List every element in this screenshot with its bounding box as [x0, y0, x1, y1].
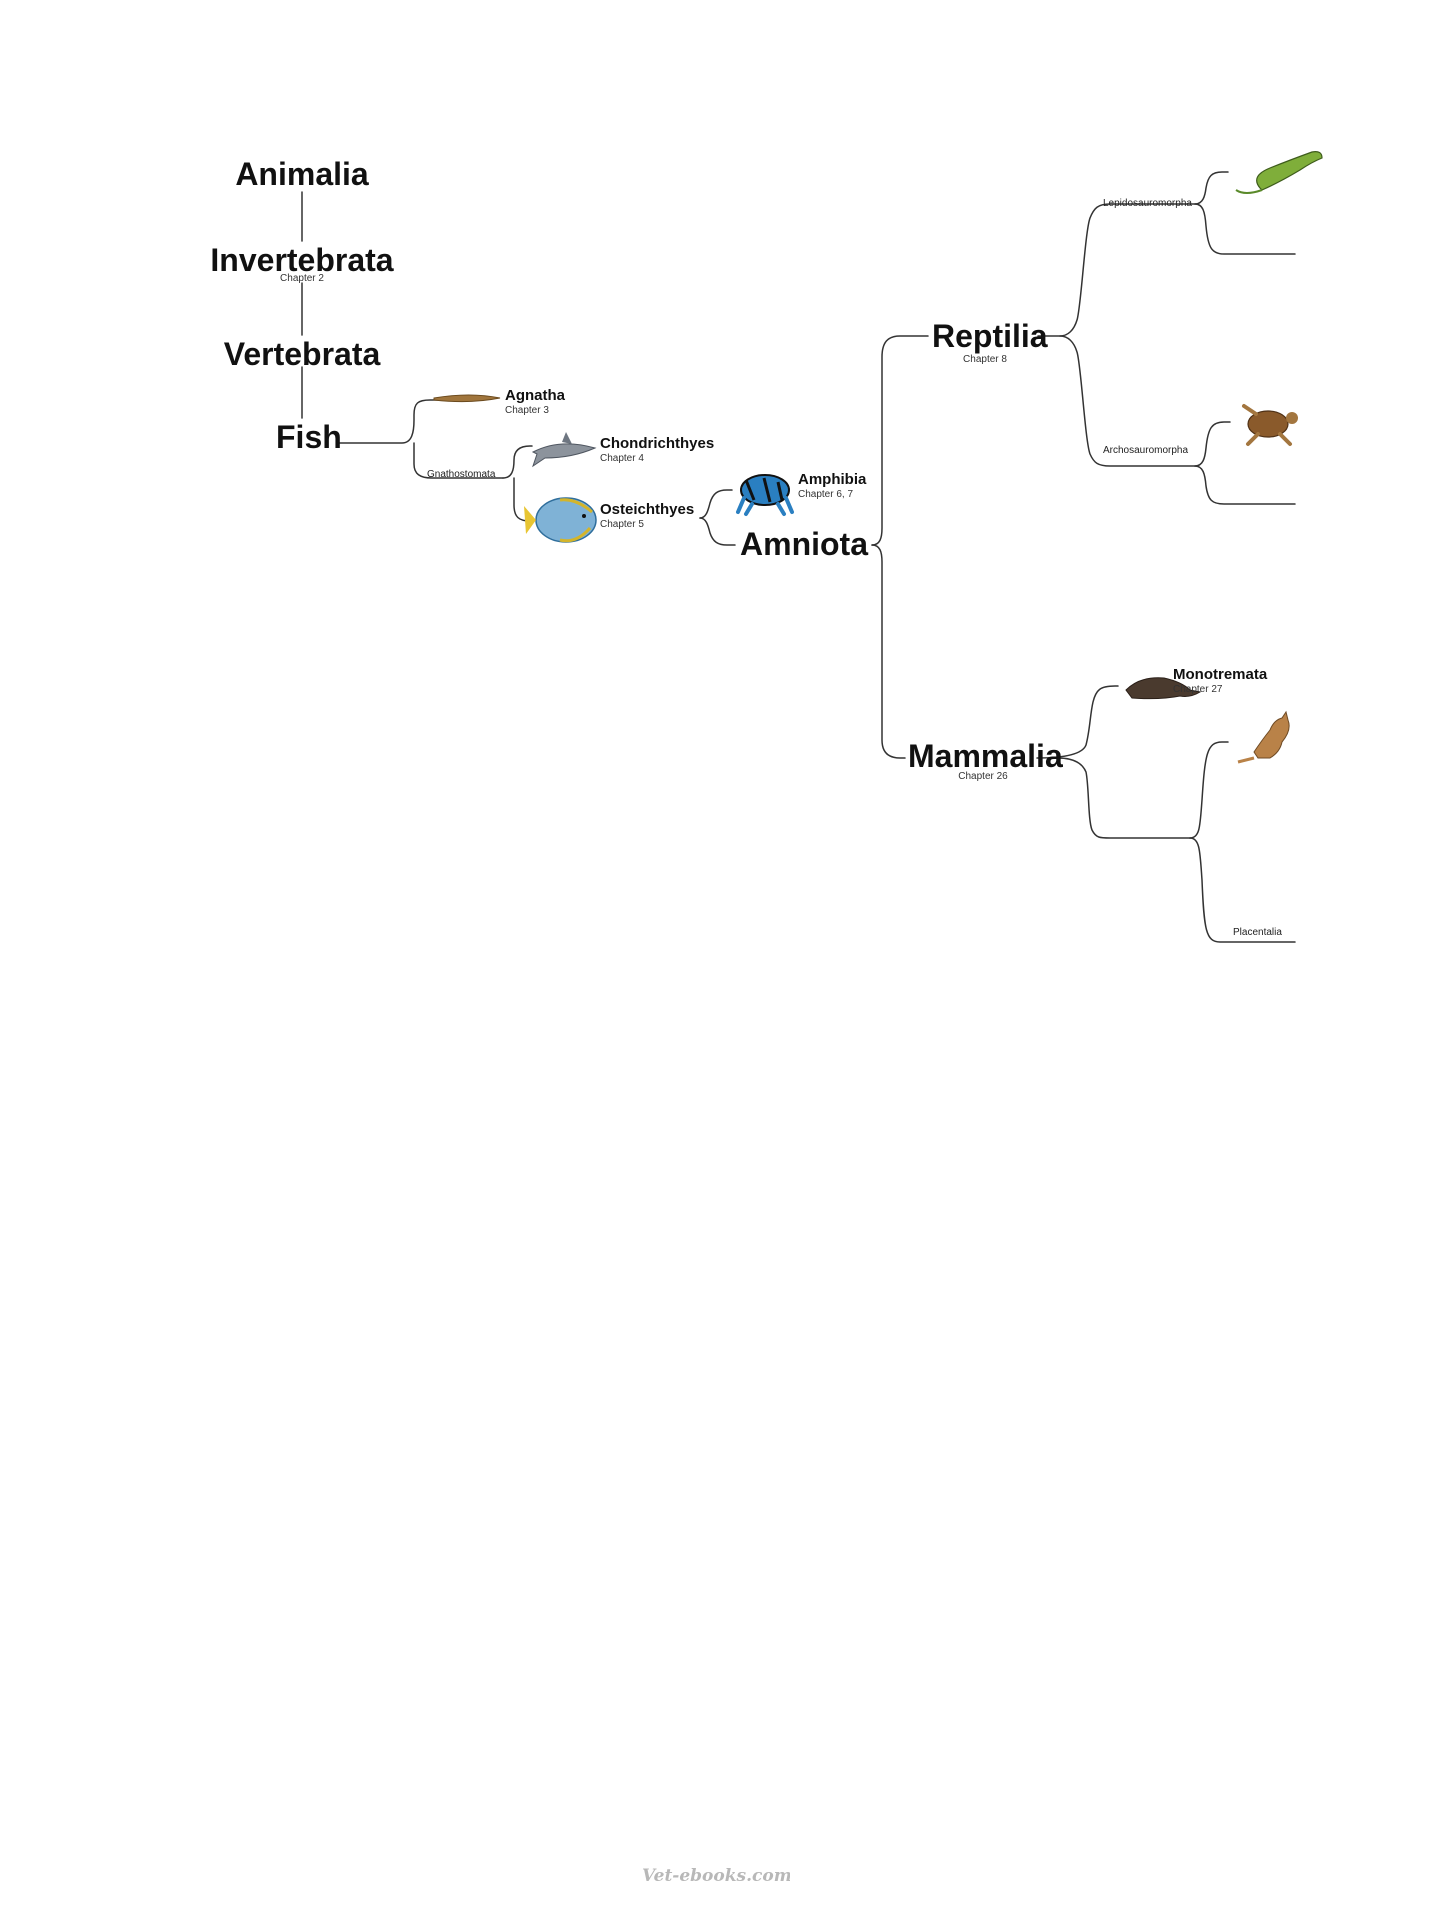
poison-dart-frog-illustration	[736, 474, 794, 516]
lamprey-illustration	[433, 394, 501, 403]
chapter-monotremata: Chapter 27	[1173, 684, 1223, 695]
sea-turtle-illustration	[1242, 404, 1298, 446]
label-reptilia: Reptilia	[932, 318, 1048, 354]
label-osteichthyes: Osteichthyes	[600, 501, 695, 518]
label-monotremata: Monotremata	[1173, 666, 1268, 683]
chapter-agnatha: Chapter 3	[505, 405, 549, 416]
label-vertebrata: Vertebrata	[223, 336, 381, 372]
label-archosauromorpha: Archosauromorpha	[1103, 445, 1189, 456]
kangaroo-illustration	[1237, 710, 1290, 764]
platypus-illustration	[1125, 677, 1202, 700]
shark-illustration	[531, 432, 597, 468]
chapter-invertebrata: Chapter 2	[280, 273, 324, 284]
label-amphibia: Amphibia	[798, 471, 867, 488]
chapter-amphibia: Chapter 6, 7	[798, 489, 854, 500]
chapter-osteichthyes: Chapter 5	[600, 519, 644, 530]
watermark-text: Vet-ebooks.com	[642, 1866, 790, 1886]
lizard-illustration	[1235, 151, 1323, 194]
label-invertebrata: Invertebrata	[210, 242, 394, 278]
chapter-mammalia: Chapter 26	[958, 771, 1008, 782]
label-animalia: Animalia	[235, 156, 369, 192]
angelfish-illustration	[524, 497, 597, 543]
label-agnatha: Agnatha	[505, 387, 565, 404]
label-chondrichthyes: Chondrichthyes	[600, 435, 715, 452]
label-lepidosauromorpha: Lepidosauromorpha	[1103, 198, 1192, 209]
label-mammalia: Mammalia	[908, 738, 1063, 774]
label-placentalia: Placentalia	[1233, 927, 1282, 938]
chapter-chondrichthyes: Chapter 4	[600, 453, 644, 464]
tree-branches	[301, 171, 1296, 943]
label-amniota: Amniota	[740, 526, 868, 562]
label-gnathostomata: Gnathostomata	[427, 469, 496, 480]
watermark-logo: Vet-ebooks.com	[642, 1866, 790, 1886]
label-fish: Fish	[276, 419, 342, 455]
chapter-reptilia: Chapter 8	[963, 354, 1007, 365]
